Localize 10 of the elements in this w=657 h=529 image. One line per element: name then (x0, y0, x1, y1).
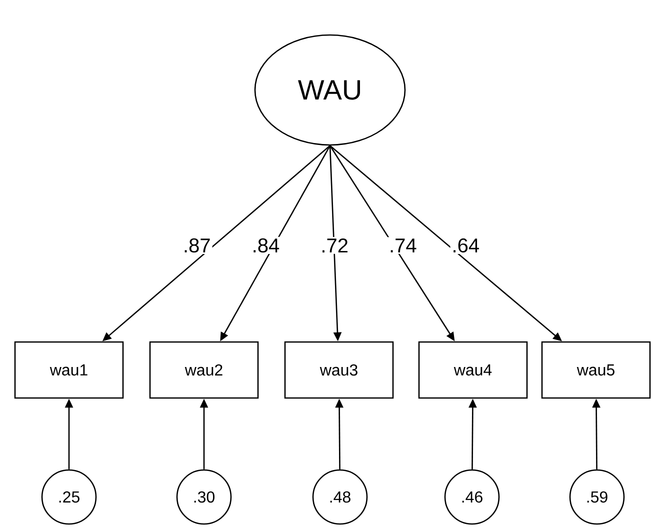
edge-label: .64 (450, 236, 482, 254)
edge-label: .84 (250, 236, 282, 254)
indicator-box: wau1 (14, 341, 124, 399)
edge-label: .74 (388, 237, 418, 254)
indicator-box: wau5 (541, 341, 651, 399)
edge-label: .87 (182, 236, 212, 254)
indicator-box: wau3 (284, 341, 394, 399)
indicator-box: wau2 (149, 341, 259, 399)
edge-label: .72 (319, 236, 350, 254)
indicator-box: wau4 (418, 341, 528, 399)
